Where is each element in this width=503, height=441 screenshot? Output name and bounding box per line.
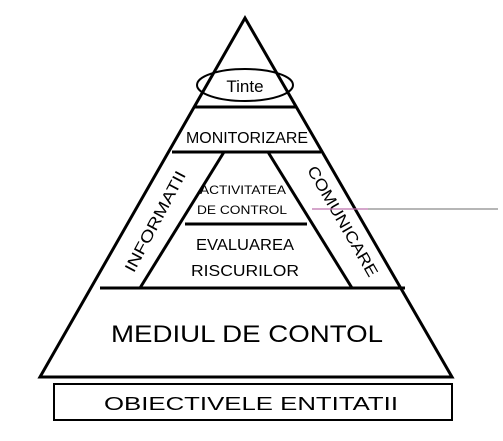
apex-ellipse	[196, 68, 294, 102]
apex-label: Tinte	[226, 77, 263, 96]
right-side-label: COMUNICARE	[303, 163, 380, 280]
risk-assessment-line1: EVALUAREA	[196, 237, 294, 254]
foundation-box	[53, 383, 453, 421]
control-activity-line1: ACTIVITATEA	[200, 183, 286, 197]
risk-assessment-line2: RISCURILOR	[191, 263, 299, 280]
foundation-label: OBIECTIVELE ENTITATII	[104, 394, 398, 414]
base-label: MEDIUL DE CONTOL	[111, 321, 383, 348]
inner-right-wall	[266, 151, 354, 289]
control-activity-line2: DE CONTROL	[197, 203, 287, 217]
monitoring-label: MONITORIZARE	[186, 130, 308, 147]
pyramid-outline	[37, 14, 455, 379]
inner-left-wall	[138, 151, 226, 289]
